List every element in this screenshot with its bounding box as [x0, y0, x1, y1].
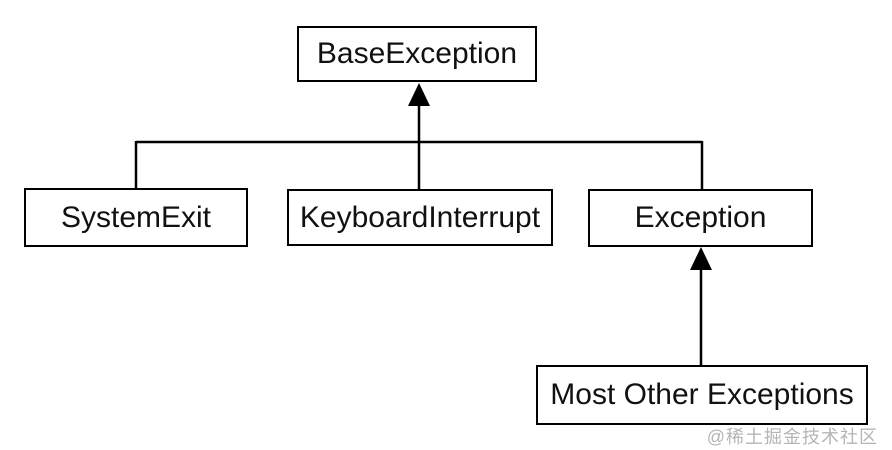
node-most-other-exceptions: Most Other Exceptions [536, 365, 868, 425]
node-baseexception: BaseException [297, 26, 537, 82]
arrowhead-up-icon [408, 83, 430, 106]
node-keyboardinterrupt: KeyboardInterrupt [287, 189, 553, 246]
node-most-other-exceptions-label: Most Other Exceptions [550, 378, 854, 411]
watermark: @稀土掘金技术社区 [706, 427, 878, 447]
arrowhead-up-icon [690, 247, 712, 270]
node-exception-label: Exception [634, 201, 767, 234]
node-keyboardinterrupt-label: KeyboardInterrupt [299, 200, 541, 234]
node-systemexit: SystemExit [24, 188, 248, 247]
node-baseexception-label: BaseException [316, 37, 518, 70]
node-systemexit-label: SystemExit [60, 200, 212, 234]
node-exception: Exception [588, 189, 813, 247]
